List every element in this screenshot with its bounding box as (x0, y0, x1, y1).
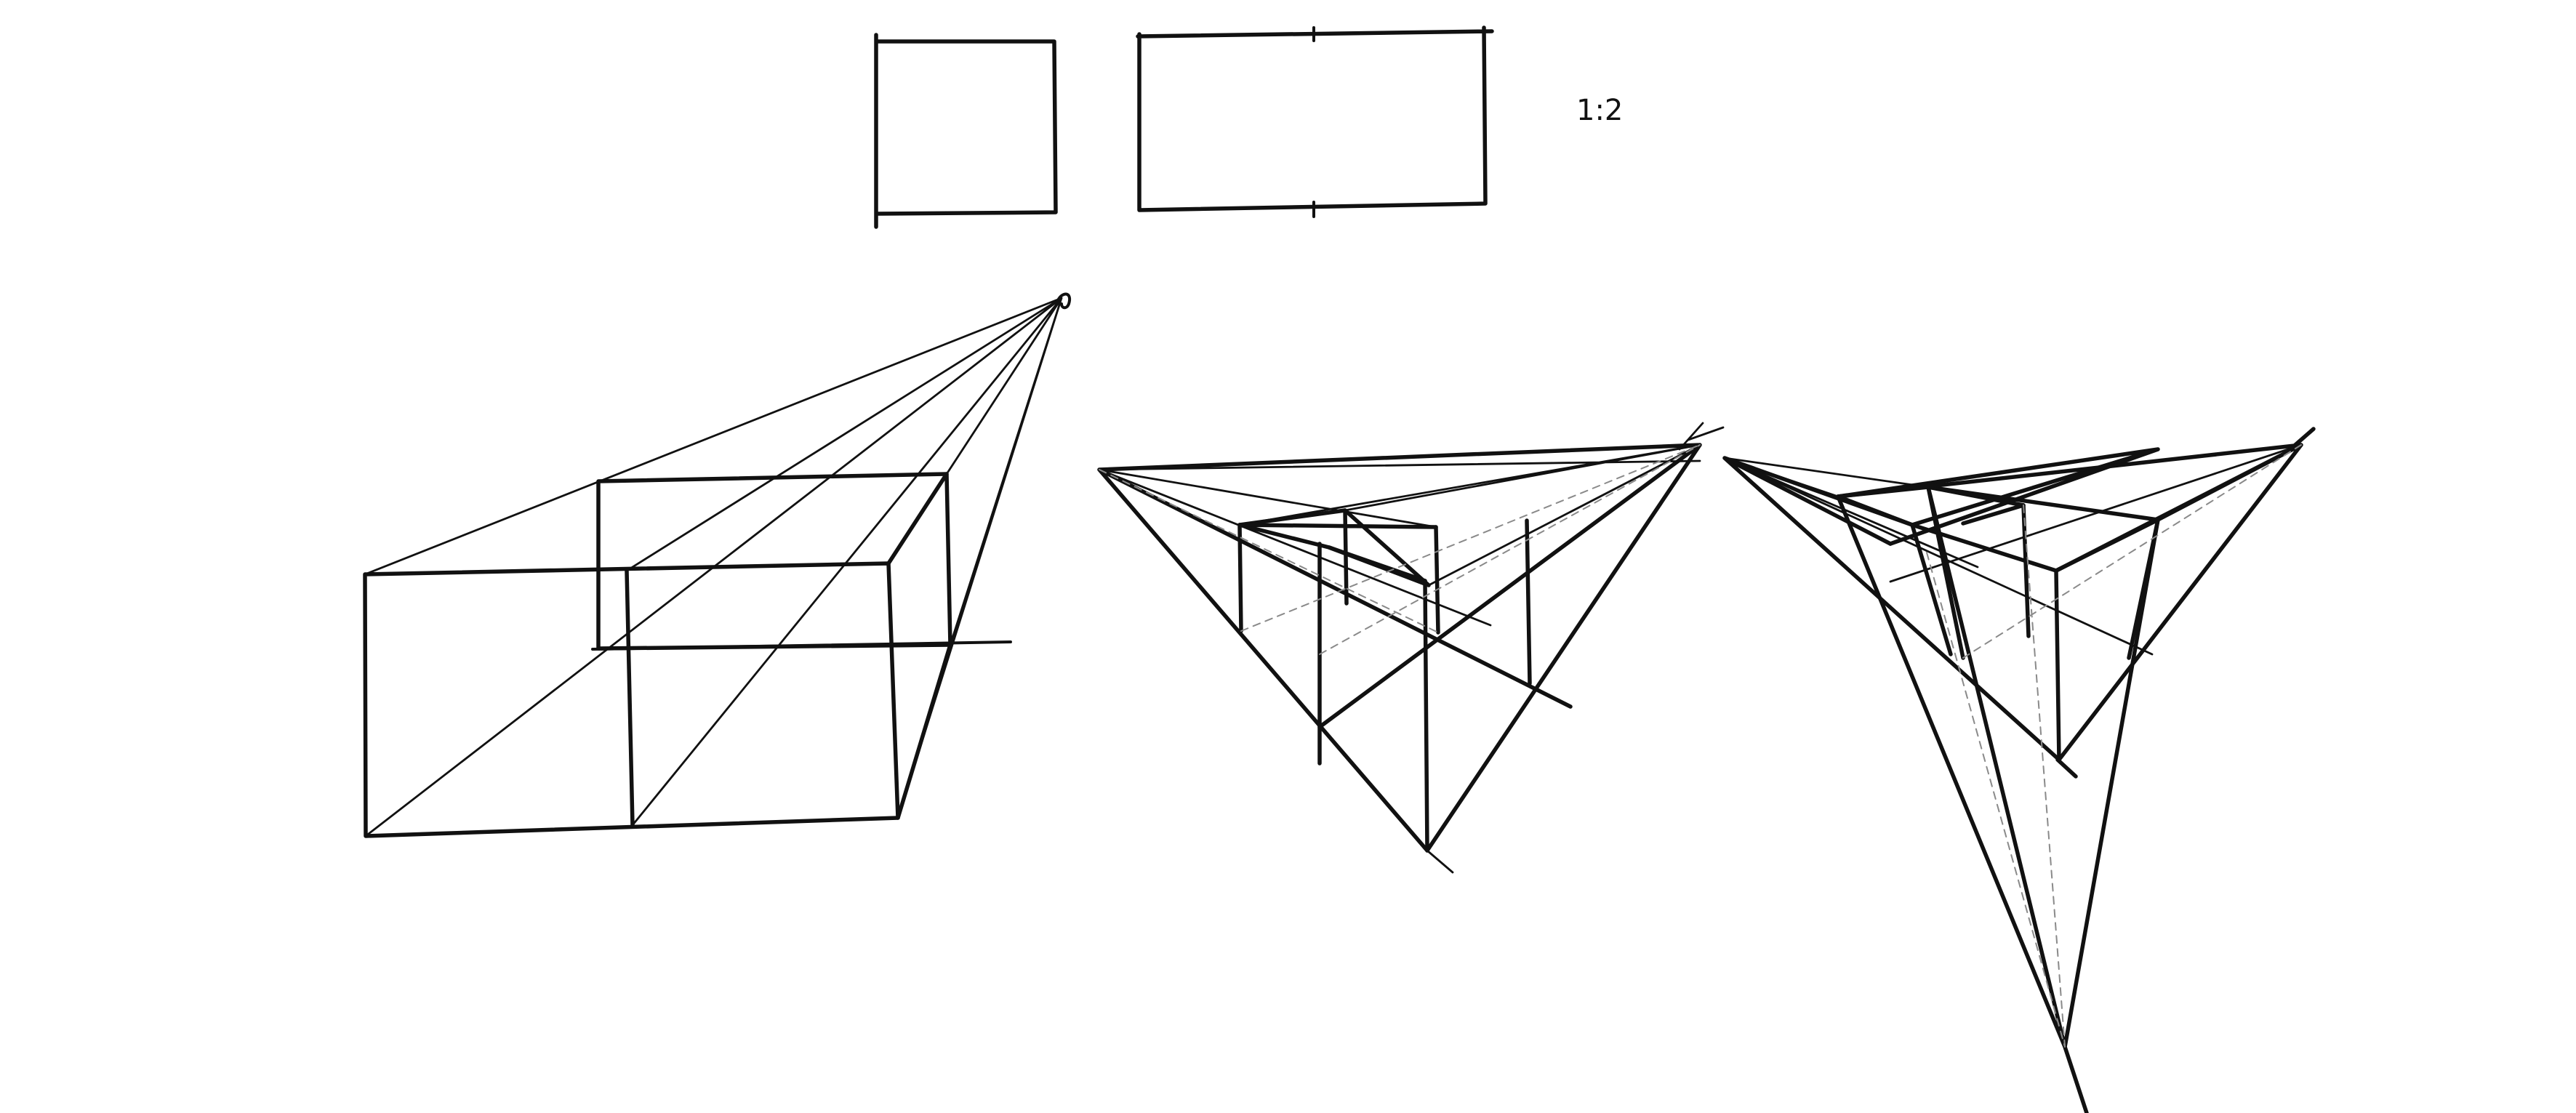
secondary-vanishing-lines (1723, 443, 2303, 656)
ratio-label: 1:2 (1576, 94, 1623, 127)
vanishing-lines-side (1722, 427, 2316, 779)
vertical-edges (1910, 485, 2160, 762)
vanishing-point-mark (1056, 292, 1072, 310)
reference-square (874, 33, 1058, 229)
horizon-line (591, 640, 1012, 651)
faint-construction-lines (1926, 444, 2302, 1048)
top-face-divisions (1237, 508, 1438, 606)
box-divider (625, 568, 635, 827)
reference-rectangle (1136, 25, 1494, 212)
secondary-vanishing-lines (1098, 422, 1725, 874)
faint-construction-lines (1099, 444, 1701, 655)
two-point-perspective-box (1097, 422, 1725, 874)
three-point-perspective-box (1722, 427, 2316, 1113)
vanishing-lines-to-bottom (1836, 485, 2160, 1113)
convergence-lines (364, 297, 1063, 837)
reference-proportion-group: 1:2 (874, 25, 1623, 229)
vanishing-lines (1097, 443, 1702, 853)
top-face-divisions (1836, 447, 2160, 546)
one-point-perspective-box (363, 292, 1072, 838)
